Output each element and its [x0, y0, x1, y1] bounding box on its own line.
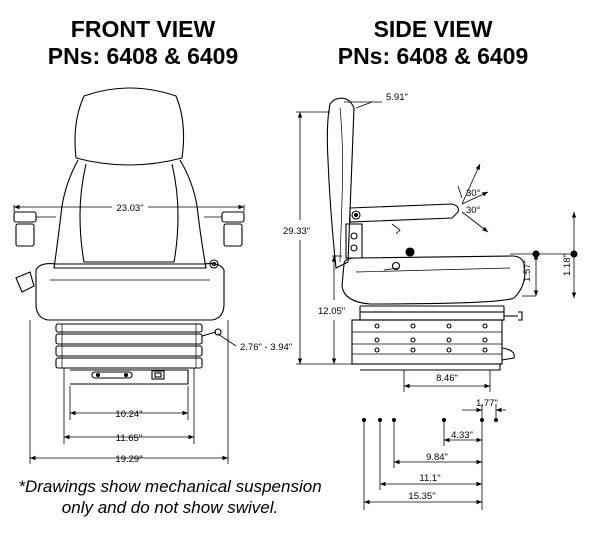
dim-lumbar: 1.57"	[522, 260, 533, 282]
dim-hole-spacing-mid: 4.33"	[451, 430, 473, 441]
front-view-heading: FRONT VIEW	[70, 16, 216, 42]
dim-headrest-depth: 5.91"	[386, 92, 408, 103]
front-dimension-lines	[13, 204, 245, 464]
side-dimension-labels: 5.91" 30° 30° 29.33" 12.05" 1.57" 1.18" …	[283, 92, 573, 502]
dim-overall-depth: 15.35"	[408, 491, 435, 502]
dim-suspension-height: 2.76" - 3.94"	[240, 342, 292, 353]
front-view-part-numbers: PNs: 6408 & 6409	[47, 43, 239, 69]
dim-slide-travel: 8.46"	[436, 373, 458, 384]
footnote: *Drawings show mechanical suspension onl…	[0, 476, 340, 518]
dim-hole-spacing-small: 1.77"	[476, 398, 498, 409]
dim-outer-mount: 11.65"	[116, 433, 142, 444]
footnote-line-1: *Drawings show mechanical suspension	[18, 477, 322, 496]
front-seat-drawing	[13, 87, 245, 385]
dim-armrest-width: 23.03"	[116, 203, 143, 214]
dim-hole-spacing-a: 9.84"	[426, 452, 448, 463]
side-view-title: SIDE VIEW PNs: 6408 & 6409	[308, 16, 558, 70]
dim-angle-down: 30°	[466, 205, 481, 216]
front-dimension-labels: 23.03" 2.76" - 3.94" 10.24" 11.65" 19.29…	[115, 203, 292, 465]
dim-inner-mount: 10.24"	[115, 409, 142, 420]
front-view-title: FRONT VIEW PNs: 6408 & 6409	[18, 16, 268, 70]
dim-overall-width: 19.29"	[115, 454, 142, 465]
dim-seat-height: 12.05"	[318, 306, 345, 317]
dim-hole-spacing-b: 11.1"	[419, 473, 440, 484]
side-view-heading: SIDE VIEW	[373, 16, 493, 42]
dim-overall-height: 29.33"	[283, 226, 310, 237]
side-dimension-lines	[296, 101, 577, 510]
side-reference-dots	[362, 250, 578, 422]
footnote-line-2: only and do not show swivel.	[61, 498, 279, 517]
side-seat-drawing	[326, 97, 526, 371]
dim-cushion: 1.18"	[562, 254, 573, 276]
side-view-part-numbers: PNs: 6408 & 6409	[337, 43, 529, 69]
dim-angle-up: 30°	[466, 188, 481, 199]
